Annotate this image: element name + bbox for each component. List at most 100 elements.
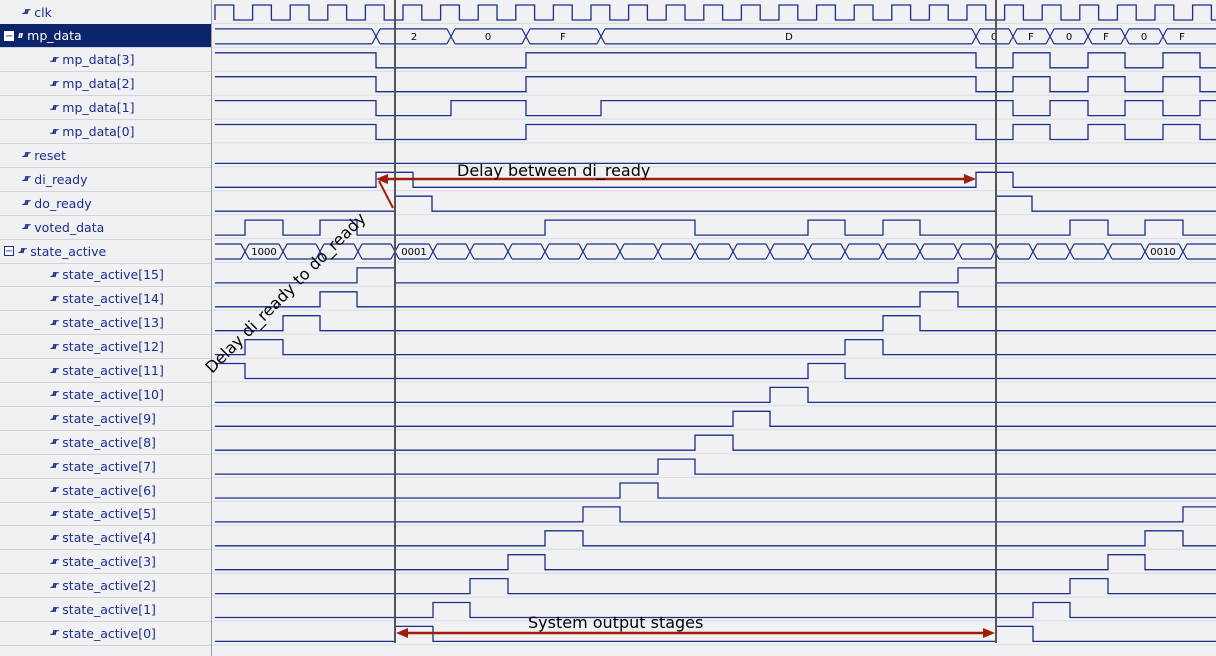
do-delay-marker — [378, 180, 394, 209]
mp-data-bus-transition — [1083, 28, 1093, 45]
state-active-bus-transition — [728, 243, 738, 260]
signal-label: state_active[6] — [62, 482, 156, 498]
state-active-7-trace — [215, 458, 1216, 475]
annotation-di-delay: Delay between di_ready — [457, 161, 650, 181]
collapse-toggle-icon[interactable]: − — [4, 30, 14, 42]
clk-trace — [214, 4, 1216, 21]
state-active-bus-transition — [840, 243, 850, 260]
signal-wave-icon: ɹr — [22, 198, 30, 209]
state-active-bus-transition — [1140, 243, 1150, 260]
mp-data-2-trace — [215, 76, 1216, 93]
signal-row-state-active-6[interactable]: ɹr state_active[6] — [0, 479, 211, 503]
state-active-3-trace — [215, 554, 1216, 571]
state-active-5-trace — [215, 506, 1216, 523]
signal-label: state_active[15] — [62, 267, 164, 283]
output-stages-arrow-head-right — [983, 628, 995, 638]
mp-data-bus-value: 0 — [485, 32, 491, 43]
mp-data-bus-transition — [1158, 28, 1168, 45]
voted-data-trace — [215, 219, 1216, 236]
mp-data-bus-transition — [371, 28, 381, 45]
signal-wave-icon: ɹr — [50, 413, 58, 424]
state-active-8-trace — [215, 434, 1216, 451]
annotation-output-stages: System output stages — [528, 613, 703, 632]
mp-data-bus-value: F — [1103, 32, 1109, 43]
signal-label: state_active[10] — [62, 386, 164, 402]
collapse-toggle-icon[interactable]: − — [4, 246, 14, 257]
signal-label: do_ready — [34, 195, 92, 211]
signal-wave-icon: ɹr — [50, 508, 58, 519]
mp-data-bus-transition — [971, 28, 981, 45]
state-active-bus-transition — [1178, 243, 1188, 260]
signal-label: state_active[2] — [62, 578, 156, 594]
panel-divider[interactable] — [211, 0, 212, 656]
signal-wave-icon: ɹr — [18, 246, 26, 256]
signal-label: state_active[13] — [62, 315, 164, 331]
do-ready-trace — [215, 195, 1216, 212]
state-active-bus-transition — [278, 243, 288, 260]
state-active-bus-transition — [915, 243, 925, 260]
signal-row-state-active-15[interactable]: ɹr state_active[15] — [0, 263, 211, 288]
mp-data-bus-transition — [1008, 28, 1018, 45]
di-ready-trace — [215, 171, 1216, 188]
signal-label: state_active[4] — [62, 530, 156, 546]
signal-row-do-ready[interactable]: ɹr do_ready — [0, 192, 211, 216]
state-active-6-trace — [215, 482, 1216, 499]
signal-label: mp_data[2] — [62, 76, 135, 92]
signal-wave-icon: ɹr — [50, 54, 58, 65]
state-active-bus-transition — [690, 243, 700, 260]
state-active-bus-value: 0010 — [1150, 247, 1175, 258]
signal-wave-icon: ɹr — [50, 341, 58, 352]
state-active-bus-value: 0001 — [401, 247, 426, 258]
signal-wave-icon: ɹr — [50, 485, 58, 495]
state-active-bus-transition — [465, 243, 475, 260]
signal-wave-icon: ɹr — [50, 604, 58, 615]
signal-wave-icon: ɹr — [50, 126, 58, 137]
state-active-bus-transition — [578, 243, 588, 260]
state-active-bus-transition — [503, 243, 513, 260]
state-active-bus-value: 1000 — [251, 247, 276, 258]
state-active-14-trace — [215, 291, 1216, 308]
state-active-bus-transition — [428, 243, 438, 260]
signal-wave-icon: ɹr — [50, 102, 58, 113]
signal-label: mp_data — [27, 28, 82, 44]
state-active-bus-transition — [765, 243, 775, 260]
signal-row-state-active[interactable]: −ɹr state_active — [0, 240, 211, 264]
state-active-12-trace — [215, 338, 1216, 356]
mp-data-bus-value: D — [785, 32, 793, 43]
signal-wave-icon: ɹr — [22, 174, 30, 185]
state-active-11-trace — [215, 362, 1216, 380]
state-active-2-trace — [215, 577, 1216, 595]
signal-label: state_active — [30, 243, 107, 259]
mp-data-3-trace — [215, 52, 1216, 69]
state-active-bus-transition — [653, 243, 663, 260]
state-active-bus-transition — [240, 243, 250, 260]
signal-wave-icon: ɹr — [50, 269, 58, 280]
state-active-bus-transition — [878, 243, 888, 260]
mp-data-bus-value: F — [1028, 32, 1034, 43]
signal-label: voted_data — [34, 219, 105, 235]
